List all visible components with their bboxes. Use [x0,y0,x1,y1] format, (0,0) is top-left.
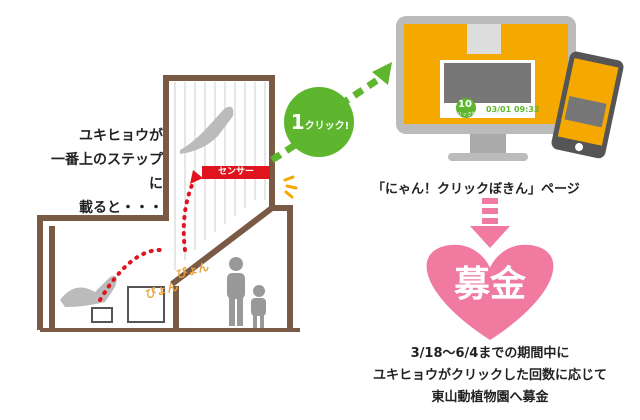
heart-icon [426,244,554,340]
click-text: クリック! [304,121,350,132]
caption-line: 載ると・・・ [79,200,163,216]
low-step [91,307,113,323]
screen-count-label: クリック数 [452,112,478,118]
description-line: 3/18〜6/4までの期間中に [410,346,570,361]
alert-icon [283,175,298,199]
screen-timestamp: 03/01 09:33 [486,105,540,114]
snow-leopard-icon [60,275,117,307]
jump-path [98,176,197,302]
visitors-icon [227,257,266,328]
screen-count: 10 [458,99,472,110]
leopard-caption: ユキヒョウが 一番上のステップに 載ると・・・ [48,124,163,220]
page-caption: 「にゃん！クリックぼきん」ページ [372,182,580,197]
jump-arrowhead-icon [190,170,203,184]
caption-line: ユキヒョウが [79,128,163,144]
click-badge [284,87,354,157]
down-arrow-icon [470,198,510,248]
sensor-label: センサー [202,166,270,179]
enclosure-bars [174,82,266,270]
arrowhead-icon [372,62,392,85]
description-line: 東山動植物園へ募金 [431,390,549,405]
click-badge-text: 1クリック! [288,110,352,134]
snow-leopard-jumping-icon [180,106,234,154]
description-line: ユキヒョウがクリックした回数に応じて [372,368,607,383]
click-arrow [270,72,387,163]
click-count: 1 [290,110,305,134]
donation-description: 3/18〜6/4までの期間中に ユキヒョウがクリックした回数に応じて 東山動植物… [330,343,640,409]
mid-step [127,286,165,323]
donation-label: 募金 [453,264,526,305]
monitor-icon [396,16,576,161]
caption-line: 一番上のステップに [51,152,163,192]
smartphone-icon [551,51,624,159]
enclosure-walls [37,75,293,330]
